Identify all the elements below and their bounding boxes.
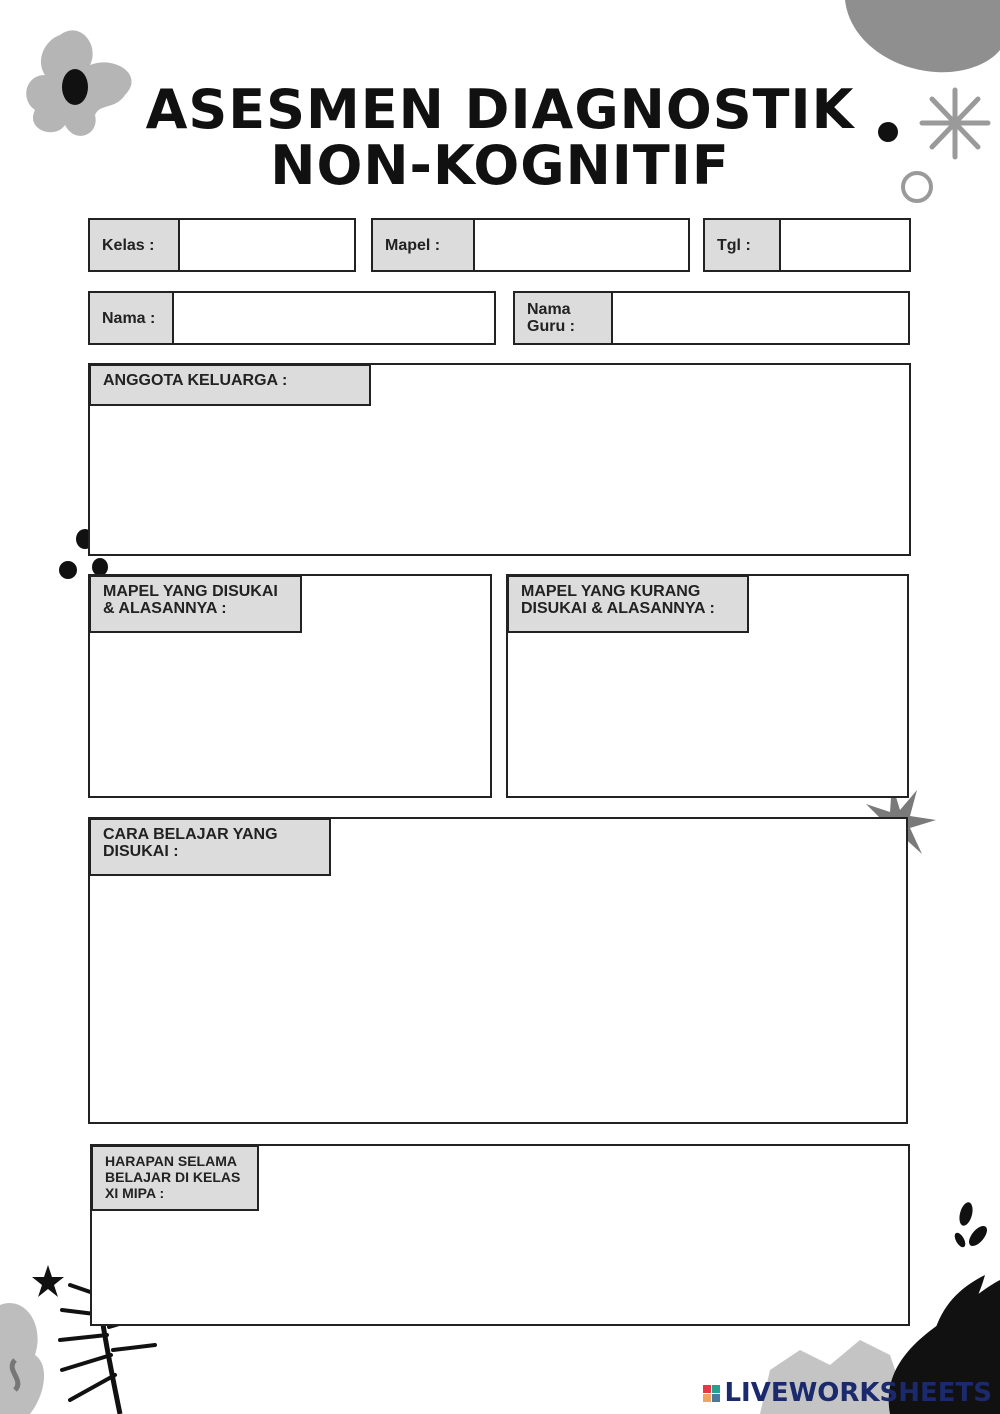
liveworksheets-logo-icon — [703, 1384, 721, 1402]
kelas-input[interactable] — [180, 220, 354, 270]
leaf-marks-decoration — [954, 1202, 987, 1248]
bottom-right-plant-decoration — [760, 1275, 1000, 1414]
asterisk-decoration — [878, 87, 991, 203]
anggota-keluarga-label: ANGGOTA KELUARGA : — [89, 364, 371, 406]
nama-guru-input[interactable] — [613, 293, 908, 343]
anggota-keluarga-input[interactable] — [90, 407, 909, 554]
tgl-input[interactable] — [781, 220, 909, 270]
harapan-input[interactable] — [92, 1212, 908, 1324]
nama-label: Nama : — [90, 293, 174, 343]
page-title-line2: NON-KOGNITIF — [270, 134, 730, 197]
anggota-keluarga-section: ANGGOTA KELUARGA : — [88, 363, 911, 556]
tgl-label: Tgl : — [705, 220, 781, 270]
tgl-field: Tgl : — [703, 218, 911, 272]
cara-belajar-section: CARA BELAJAR YANG DISUKAI : — [88, 817, 908, 1124]
nama-guru-field: Nama Guru : — [513, 291, 910, 345]
mapel-kurang-disukai-section: MAPEL YANG KURANG DISUKAI & ALASANNYA : — [506, 574, 909, 798]
liveworksheets-brand: LIVEWORKSHEETS — [703, 1378, 992, 1408]
nama-input[interactable] — [174, 293, 494, 343]
mapel-input[interactable] — [475, 220, 688, 270]
page-title-line1: ASESMEN DIAGNOSTIK — [145, 78, 855, 141]
mapel-kurang-disukai-input[interactable] — [508, 634, 907, 796]
mapel-field: Mapel : — [371, 218, 690, 272]
mapel-label: Mapel : — [373, 220, 475, 270]
cara-belajar-input[interactable] — [90, 877, 906, 1122]
top-right-blob-decoration — [845, 0, 1000, 73]
mapel-kurang-disukai-label: MAPEL YANG KURANG DISUKAI & ALASANNYA : — [507, 575, 749, 633]
kelas-label: Kelas : — [90, 220, 180, 270]
flower-decoration — [26, 30, 132, 136]
mapel-disukai-section: MAPEL YANG DISUKAI & ALASANNYA : — [88, 574, 492, 798]
nama-guru-label: Nama Guru : — [515, 293, 613, 343]
mapel-disukai-input[interactable] — [90, 634, 490, 796]
brand-name: LIVEWORKSHEETS — [724, 1378, 992, 1408]
kelas-field: Kelas : — [88, 218, 356, 272]
nama-field: Nama : — [88, 291, 496, 345]
harapan-label: HARAPAN SELAMA BELAJAR DI KELAS XI MIPA … — [91, 1145, 259, 1211]
mapel-disukai-label: MAPEL YANG DISUKAI & ALASANNYA : — [89, 575, 302, 633]
cara-belajar-label: CARA BELAJAR YANG DISUKAI : — [89, 818, 331, 876]
harapan-section: HARAPAN SELAMA BELAJAR DI KELAS XI MIPA … — [90, 1144, 910, 1326]
